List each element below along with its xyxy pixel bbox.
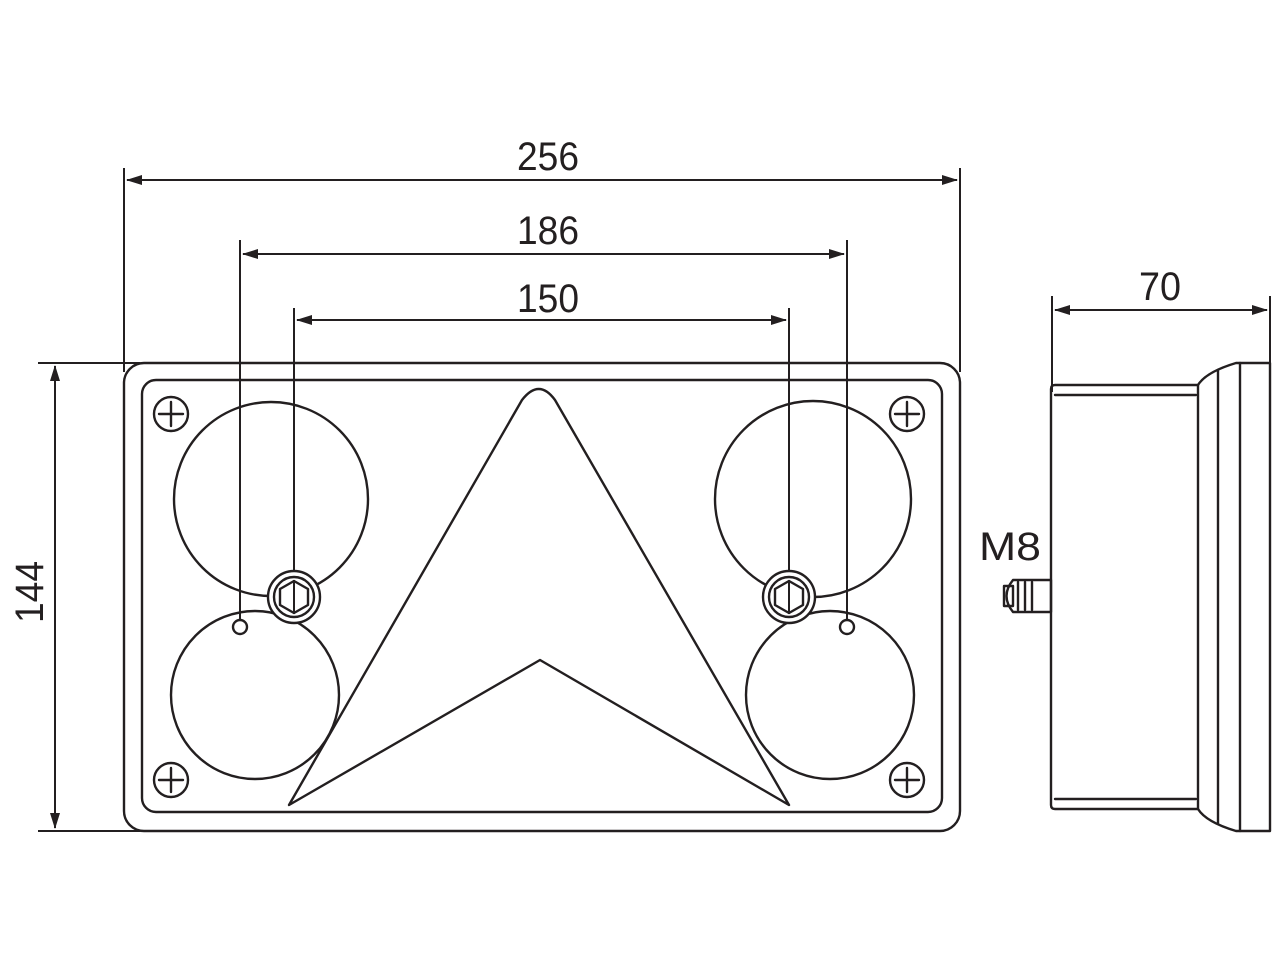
lamp-side-view: M8 [979,361,1272,833]
dimension-label-256: 256 [517,135,579,179]
lamp-front-view [122,361,962,833]
dimension-overall-width: 256 [123,135,961,372]
lamp-chamber-top-right [713,399,913,599]
reflector-triangle [287,387,791,807]
m8-threaded-stud [1002,578,1053,614]
dimension-depth: 70 [1051,265,1271,392]
dimension-label-186: 186 [517,209,579,253]
corner-screw-icon [152,761,190,799]
side-housing-outline [1049,361,1272,833]
dimension-hole-spacing-inner: 150 [293,277,790,590]
dimension-hole-spacing-outer: 186 [239,209,848,620]
thread-label-m8: M8 [979,525,1041,569]
lamp-chamber-bottom-right [744,609,916,781]
small-hole-icon [838,618,856,636]
lamp-chamber-bottom-left [169,609,341,781]
lamp-chamber-top-left [172,400,370,598]
dimension-height: 144 [8,362,140,832]
corner-screw-icon [888,395,926,433]
dimension-label-150: 150 [517,277,579,321]
lamp-housing-outer [122,361,962,833]
dimension-label-70: 70 [1139,265,1181,309]
lamp-housing-inner [140,378,944,814]
small-hole-icon [231,618,249,636]
corner-screw-icon [152,395,190,433]
corner-screw-icon [888,761,926,799]
dimension-label-144: 144 [8,561,52,623]
